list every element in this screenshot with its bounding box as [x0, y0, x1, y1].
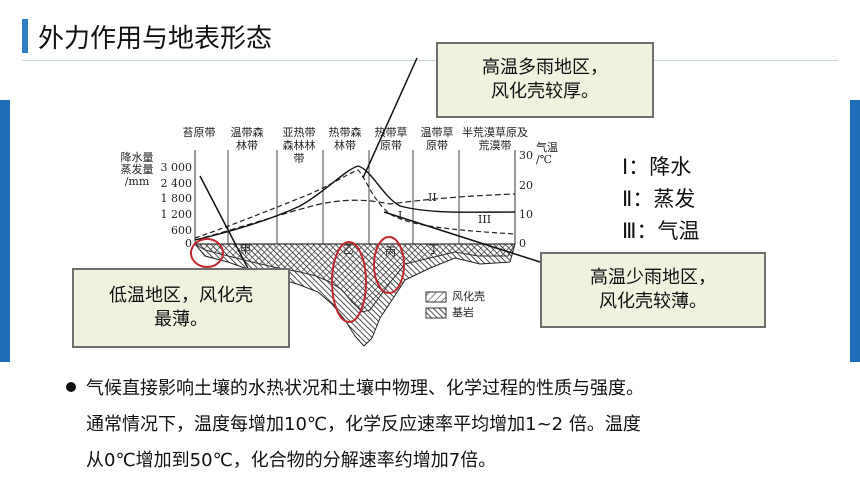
legend-precipitation: Ⅰ：降水: [622, 155, 692, 179]
right-axis-label: 气温 /℃: [536, 141, 558, 166]
weathered-crust-area: [193, 243, 516, 313]
callout-cold: 低温地区，风化壳 最薄。: [72, 268, 290, 348]
highlight-tundra: [190, 238, 224, 268]
paragraph-line-2: 通常情况下，温度每增加10℃，化学反应速率平均增加1~2 倍。温度: [86, 414, 641, 435]
zone-dividers: [227, 150, 460, 244]
curve-label-1: I: [398, 209, 403, 222]
callout-cold-line1: 低温地区，风化壳: [109, 285, 253, 306]
bullet-dot: [66, 382, 76, 392]
pointer-right: [383, 211, 541, 263]
region-label-ding: 丁: [428, 243, 439, 256]
left-axis-tick: 1 800: [160, 192, 193, 205]
legend-bedrock-label: 基岩: [452, 306, 474, 319]
legend-bedrock-swatch: [425, 307, 447, 319]
title-divider: [22, 60, 838, 61]
region-label-yi: 乙: [343, 243, 354, 256]
evaporation-curve: [194, 193, 516, 241]
highlight-tropical-grassland: [373, 236, 405, 294]
callout-hot-dry-line2: 风化壳较薄。: [599, 291, 707, 312]
left-accent-bar: [0, 100, 10, 362]
callout-hot-rainy: 高温多雨地区， 风化壳较厚。: [436, 42, 654, 118]
left-axis-label: 降水量 蒸发量 /mm: [120, 151, 154, 188]
callout-cold-line2: 最薄。: [154, 309, 208, 330]
zone-label-tropical-forest: 热带森林带: [328, 126, 362, 152]
temperature-curve: [194, 165, 516, 241]
region-label-jia: 甲: [240, 243, 251, 256]
right-axis-tick: 20: [519, 179, 533, 192]
zone-label-temperate-forest: 温带森林带: [230, 126, 264, 152]
legend-evaporation: Ⅱ：蒸发: [622, 187, 696, 211]
curve-label-2: II: [428, 191, 437, 204]
legend-weathered-swatch: [425, 291, 447, 303]
zone-label-subtropical-forest: 亚热带森林林带: [282, 126, 316, 165]
callout-hot-dry-line1: 高温少雨地区，: [590, 267, 716, 288]
zone-label-tundra: 苔原带: [182, 126, 216, 139]
zone-label-temperate-grassland: 温带草原带: [420, 126, 454, 152]
highlight-tropical-forest: [331, 241, 367, 323]
left-axis-tick: 2 400: [160, 177, 193, 190]
legend-temperature: Ⅲ：气温: [622, 219, 700, 243]
right-accent-bar: [850, 100, 860, 362]
precipitation-curve: [194, 169, 516, 239]
pointer-top: [362, 57, 418, 179]
curve-label-3: III: [478, 213, 492, 226]
slide-title: 外力作用与地表形态: [38, 23, 273, 54]
right-axis-tick: 10: [519, 208, 533, 221]
left-axis-tick: 600: [171, 224, 192, 237]
right-axis-tick: 30: [519, 149, 533, 162]
zone-label-desert: 半荒漠草原及荒漠带: [462, 126, 528, 152]
title-marker: [22, 19, 28, 53]
legend-weathered-label: 风化壳: [452, 290, 485, 303]
callout-hot-rainy-line2: 风化壳较厚。: [491, 81, 599, 102]
callout-hot-rainy-line1: 高温多雨地区，: [482, 57, 608, 78]
paragraph-line-1: 气候直接影响土壤的水热状况和土壤中物理、化学过程的性质与强度。: [86, 378, 644, 399]
region-label-bing: 丙: [385, 245, 396, 258]
right-axis-tick: 0: [519, 237, 526, 250]
callout-hot-dry: 高温少雨地区， 风化壳较薄。: [540, 252, 766, 328]
paragraph-line-3: 从0℃增加到50℃，化合物的分解速率约增加7倍。: [86, 450, 497, 471]
left-axis-tick: 3 000: [160, 161, 193, 174]
slide-header: 外力作用与地表形态: [22, 16, 272, 56]
left-axis-tick: 0: [185, 237, 192, 250]
left-axis-tick: 1 200: [160, 208, 193, 221]
